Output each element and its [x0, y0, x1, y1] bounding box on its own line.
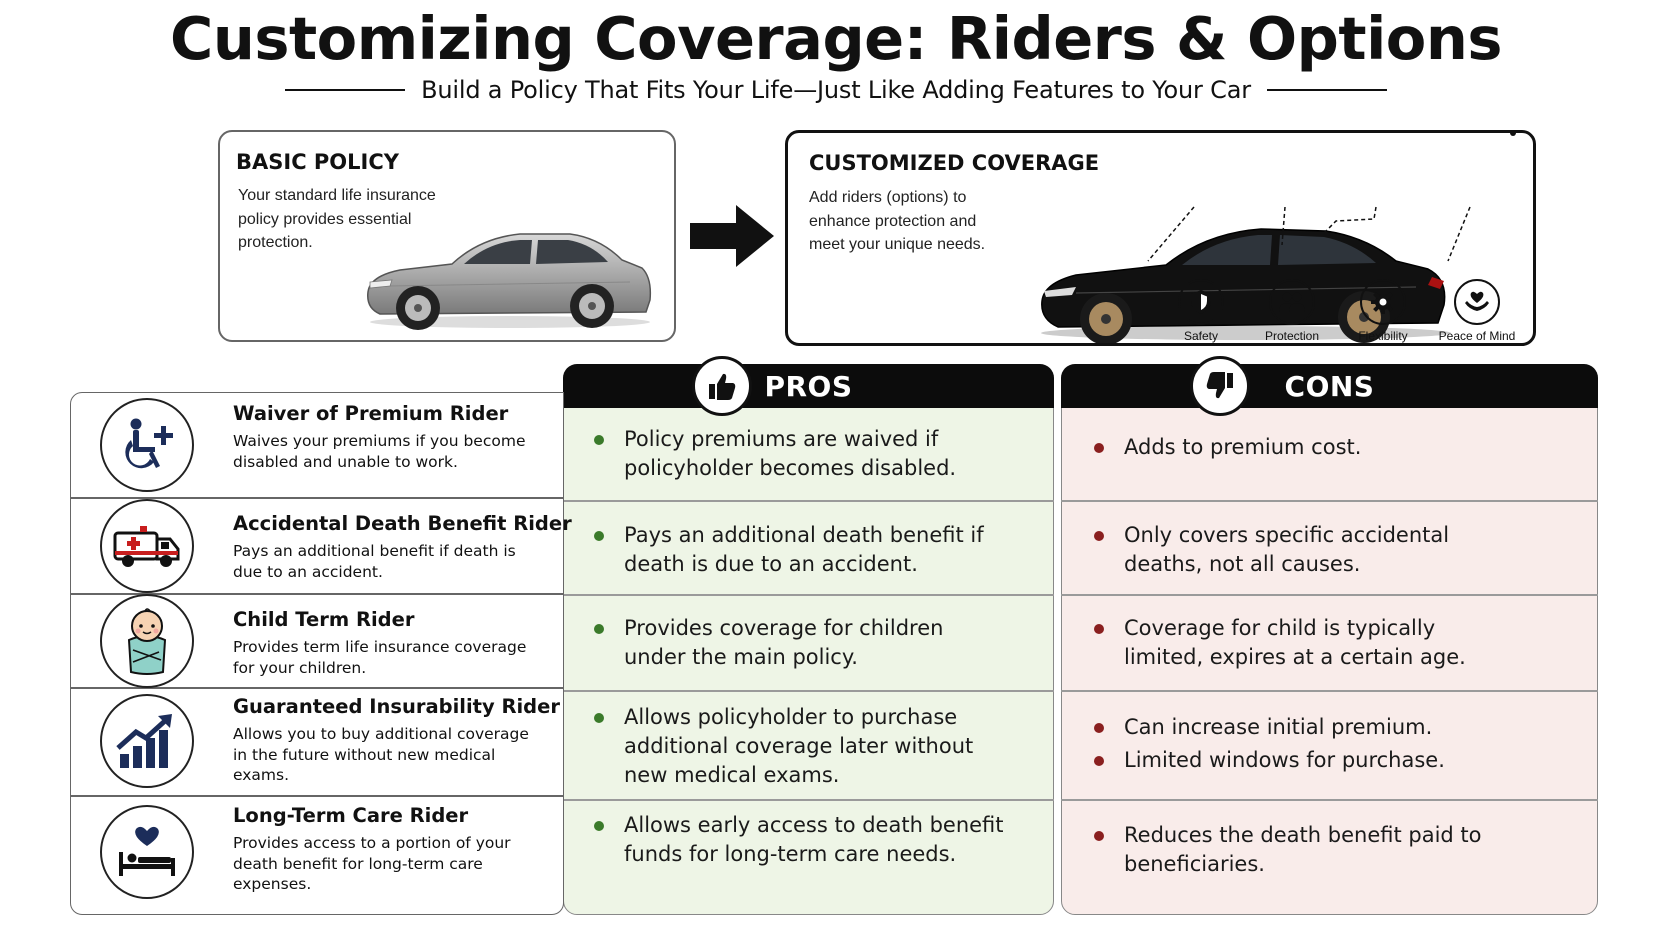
rider-row-child-term: Child Term Rider Provides term life insu…: [70, 594, 564, 688]
wheelchair-icon: [100, 398, 194, 492]
pros-item: Policy premiums are waived if policyhold…: [590, 425, 1010, 483]
cons-header: CONS: [1061, 364, 1598, 408]
pros-item-text: Allows policyholder to purchase addition…: [624, 705, 974, 787]
bullet-dot: [1094, 756, 1104, 766]
rider-description: Provides term life insurance coverage fo…: [233, 638, 527, 677]
cons-row-divider: [1061, 690, 1598, 692]
bullet-dot: [594, 531, 604, 541]
rider-row-waiver-of-premium: Waiver of Premium Rider Waives your prem…: [70, 392, 564, 498]
rider-row-long-term-care: Long-Term Care Rider Provides access to …: [70, 796, 564, 915]
cons-row-divider: [1061, 594, 1598, 596]
customized-coverage-title: CUSTOMIZED COVERAGE: [809, 151, 1100, 175]
cons-item-text: Reduces the death benefit paid to benefi…: [1124, 823, 1482, 876]
growth-chart-icon: [100, 694, 194, 788]
bullet-dot: [594, 821, 604, 831]
pros-item: Provides coverage for children under the…: [590, 614, 1010, 672]
bullet-dot: [594, 713, 604, 723]
pros-item: Allows policyholder to purchase addition…: [590, 703, 1010, 790]
thumbs-up-icon: [692, 356, 752, 416]
pros-header: PROS: [563, 364, 1054, 408]
subtitle-rule-right: [1266, 89, 1387, 91]
rider-description: Waives your premiums if you become disab…: [233, 432, 526, 471]
pros-header-label: PROS: [764, 369, 853, 403]
cons-item: Reduces the death benefit paid to benefi…: [1090, 821, 1510, 879]
cons-row-divider: [1061, 500, 1598, 502]
pros-item: Allows early access to death benefit fun…: [590, 811, 1010, 869]
pros-item-text: Policy premiums are waived if policyhold…: [624, 427, 957, 480]
rider-name: Guaranteed Insurability Rider: [233, 695, 560, 718]
pros-row-divider: [563, 799, 1054, 801]
subtitle-row: Build a Policy That Fits Your Life—Just …: [0, 76, 1672, 104]
bullet-dot: [594, 624, 604, 634]
cons-item: Adds to premium cost.: [1090, 433, 1560, 462]
benefit-flexibility: Flexibility: [1343, 279, 1423, 343]
thumbs-down-icon: [1190, 356, 1250, 416]
pros-item-text: Pays an additional death benefit if deat…: [624, 523, 984, 576]
bullet-dot: [594, 435, 604, 445]
benefit-protection: Protection: [1252, 279, 1332, 343]
basic-policy-panel: BASIC POLICY Your standard life insuranc…: [218, 130, 676, 342]
cons-item: Limited windows for purchase.: [1090, 746, 1560, 775]
customized-coverage-panel: CUSTOMIZED COVERAGE Add riders (options)…: [785, 130, 1536, 346]
cons-item-text: Only covers specific accidental deaths, …: [1124, 523, 1450, 576]
care-bed-icon: [100, 805, 194, 899]
cons-header-label: CONS: [1284, 369, 1375, 403]
riders-column: Waiver of Premium Rider Waives your prem…: [70, 392, 572, 915]
rider-row-guaranteed-insurability: Guaranteed Insurability Rider Allows you…: [70, 688, 564, 796]
heart-hand-icon: [1454, 279, 1500, 325]
pros-item-text: Allows early access to death benefit fun…: [624, 813, 1004, 866]
page-title: Customizing Coverage: Riders & Options: [170, 4, 1502, 73]
benefit-label: Flexibility: [1358, 329, 1408, 343]
pros-row-divider: [563, 500, 1054, 502]
bullet-dot: [1094, 443, 1104, 453]
basic-policy-description: Your standard life insurance policy prov…: [238, 187, 436, 251]
rider-description: Pays an additional benefit if death is d…: [233, 542, 516, 581]
customized-coverage-description: Add riders (options) to enhance protecti…: [809, 189, 986, 253]
bullet-dot: [1094, 531, 1104, 541]
cons-item-text: Adds to premium cost.: [1124, 435, 1362, 459]
rider-name: Accidental Death Benefit Rider: [233, 512, 572, 535]
rider-description: Provides access to a portion of your dea…: [233, 834, 511, 893]
benefit-label: Peace of Mind: [1438, 329, 1516, 343]
cons-item: Only covers specific accidental deaths, …: [1090, 521, 1510, 579]
silver-sedan-image: [367, 233, 652, 330]
rider-row-accidental-death: Accidental Death Benefit Rider Pays an a…: [70, 498, 572, 594]
pros-item: Pays an additional death benefit if deat…: [590, 521, 1010, 579]
cons-item-text: Can increase initial premium.: [1124, 715, 1433, 739]
black-sedan-image: [1041, 228, 1451, 343]
callout-lines: [1147, 133, 1516, 262]
cons-row-divider: [1061, 799, 1598, 801]
basic-policy-title: BASIC POLICY: [236, 150, 399, 174]
benefit-label: Safety: [1183, 329, 1219, 343]
page-subtitle: Build a Policy That Fits Your Life—Just …: [421, 76, 1251, 104]
baby-icon: [100, 594, 194, 688]
benefit-safety: Safety: [1161, 279, 1241, 343]
bullet-dot: [1094, 624, 1104, 634]
shield-icon: [1178, 279, 1224, 325]
cons-item-text: Coverage for child is typically limited,…: [1124, 616, 1466, 669]
bullet-dot: [1094, 723, 1104, 733]
rider-name: Waiver of Premium Rider: [233, 402, 509, 425]
pros-column: [563, 404, 1054, 915]
rider-name: Child Term Rider: [233, 608, 415, 631]
subtitle-rule-left: [285, 89, 406, 91]
gear-icon: [1360, 279, 1406, 325]
bullet-dot: [1094, 831, 1104, 841]
people-icon: [1269, 279, 1315, 325]
rider-description: Allows you to buy additional coverage in…: [233, 725, 529, 784]
benefit-peace-of-mind: Peace of Mind: [1437, 279, 1517, 343]
cons-item: Coverage for child is typically limited,…: [1090, 614, 1510, 672]
cons-item: Can increase initial premium.: [1090, 713, 1560, 742]
ambulance-icon: [100, 499, 194, 593]
right-arrow-icon: [690, 205, 774, 267]
pros-row-divider: [563, 690, 1054, 692]
rider-name: Long-Term Care Rider: [233, 804, 469, 827]
pros-item-text: Provides coverage for children under the…: [624, 616, 944, 669]
pros-row-divider: [563, 594, 1054, 596]
benefit-label: Protection: [1264, 329, 1320, 343]
cons-item-text: Limited windows for purchase.: [1124, 748, 1445, 772]
